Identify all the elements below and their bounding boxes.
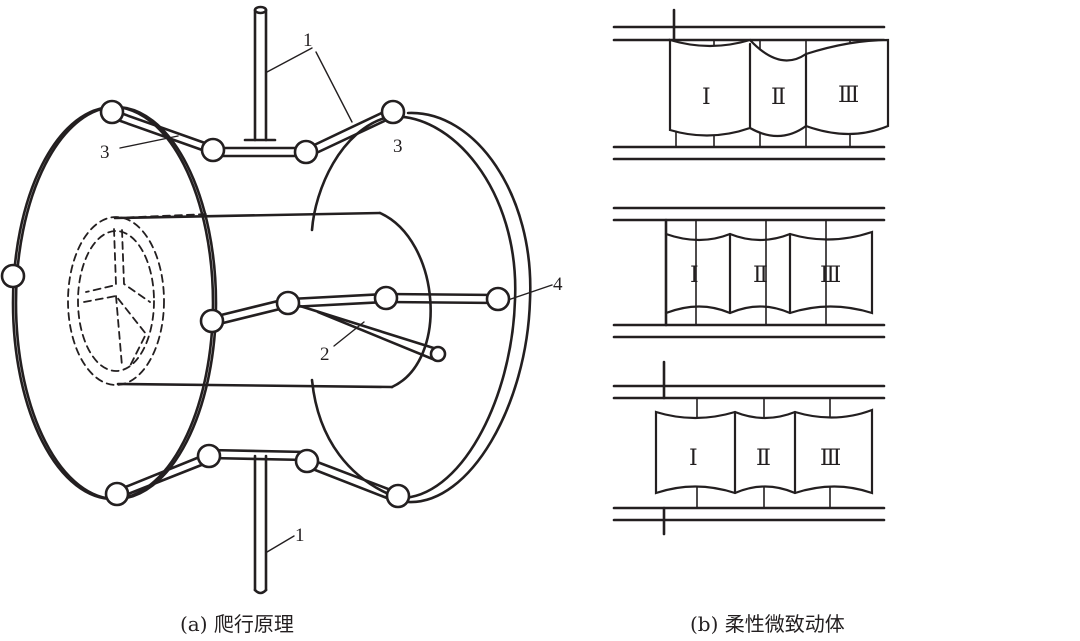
seg-1-label-III: Ⅲ [838,82,859,107]
panel-a-crawling-principle [11,5,553,595]
callout-right-arm: 3 [393,136,403,157]
seg-2-label-II: Ⅱ [753,262,768,287]
joint-mid-left [199,308,225,334]
joint-bottom-left [196,443,222,469]
joint-right-bottom [385,483,411,509]
callout-left-arm: 3 [100,142,110,163]
joint-mid-center [275,290,301,316]
right-ring [310,111,532,504]
joint-left-mid [0,263,26,289]
panel-b-flexible-actuator [612,8,890,536]
left-ring [11,105,218,501]
panel-a-caption: (a) 爬行原理 [180,612,294,636]
callout-ring-hub: 4 [553,274,563,295]
upper-arms [110,106,397,157]
frame-1 [612,8,890,161]
frame-2 [612,206,886,339]
middle-linkage [211,292,500,362]
joint-ring-hub [485,286,511,312]
seg-3-label-III: Ⅲ [820,445,841,470]
lower-arms [116,454,398,502]
seg-3-label-II: Ⅱ [756,445,771,470]
joint-left-top [99,99,125,125]
seg-1-label-II: Ⅱ [771,84,786,109]
cylinder-end-dashed [67,216,165,386]
callout-inner-link: 2 [320,344,330,365]
seg-2-label-III: Ⅲ [820,262,841,287]
callout-bottom-leg: 1 [295,525,305,546]
joint-right-top [380,99,406,125]
joint-top-left [200,137,226,163]
joint-left-bottom [104,481,130,507]
panel-b-caption: (b) 柔性微致动体 [690,612,845,636]
bottom-leg [207,448,309,595]
joint-top-right [293,139,319,165]
callout-labels: 1 3 3 4 2 1 [100,30,563,546]
seg-2-label-I: Ⅰ [690,262,699,287]
callout-leaders [119,47,553,553]
callout-top-leg: 1 [303,30,313,51]
seg-1-label-I: Ⅰ [702,84,711,109]
segment-labels: Ⅰ Ⅱ Ⅲ Ⅰ Ⅱ Ⅲ Ⅰ Ⅱ Ⅲ [689,82,859,470]
top-leg [211,5,307,158]
joints [0,99,511,509]
frame-3 [612,360,886,536]
inner-cylinder [113,211,432,389]
joint-mid-right [373,285,399,311]
seg-3-label-I: Ⅰ [689,445,698,470]
joint-link-end [429,345,447,363]
joint-bottom-right [294,448,320,474]
